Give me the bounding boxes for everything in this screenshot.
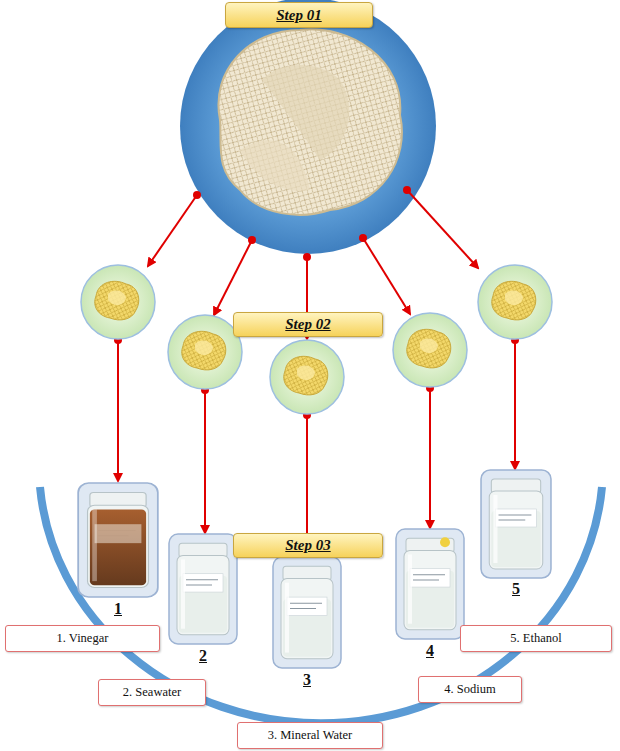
solution-name: 3. Mineral Water — [268, 728, 353, 743]
solution-name: 4. Sodium — [444, 682, 495, 697]
dot — [403, 186, 411, 194]
callout-number: 2 — [188, 647, 218, 665]
solution-box: 5. Ethanol — [460, 625, 612, 652]
arrow — [214, 240, 252, 315]
sample-circle — [81, 265, 155, 339]
solution-box: 4. Sodium — [418, 676, 522, 703]
arrow — [407, 190, 478, 268]
dot — [359, 234, 367, 242]
solution-name: 2. Seawater — [123, 685, 181, 700]
solution-name: 5. Ethanol — [510, 631, 561, 646]
jar-image — [481, 470, 551, 578]
callout-number: 1 — [103, 600, 133, 618]
arrow-group — [118, 190, 515, 556]
solution-box: 2. Seawater — [98, 679, 206, 706]
arrow — [429, 388, 431, 528]
sample-circle — [168, 315, 242, 389]
jar-image — [169, 534, 237, 644]
sample-circle — [478, 265, 552, 339]
arrow — [148, 195, 197, 266]
arrow — [514, 340, 516, 469]
step-title: Step 03 — [285, 537, 330, 554]
solution-box: 3. Mineral Water — [237, 722, 383, 749]
solution-box: 1. Vinegar — [5, 625, 160, 652]
callout-number: 4 — [415, 642, 445, 660]
solution-name: 1. Vinegar — [57, 631, 109, 646]
jar-image — [78, 483, 158, 597]
arrow — [363, 238, 410, 314]
step-title: Step 02 — [285, 316, 330, 333]
sample-circle — [270, 340, 344, 414]
arrow — [204, 390, 206, 533]
step-label: Step 02 — [233, 312, 383, 337]
jar-image — [396, 529, 464, 639]
step-label: Step 01 — [225, 2, 373, 28]
arrow-dots — [114, 186, 519, 419]
callout-number: 3 — [292, 671, 322, 689]
step-label: Step 03 — [233, 533, 383, 558]
arrow — [117, 340, 119, 481]
big-circle — [180, 0, 436, 254]
loofah-fold — [240, 140, 310, 191]
dot — [193, 191, 201, 199]
step-title: Step 01 — [276, 7, 321, 24]
jar-image — [273, 557, 341, 668]
loofah-image — [218, 29, 401, 214]
dot — [248, 236, 256, 244]
callout-number: 5 — [501, 580, 531, 598]
sample-circle — [393, 313, 467, 387]
dot — [303, 253, 311, 261]
